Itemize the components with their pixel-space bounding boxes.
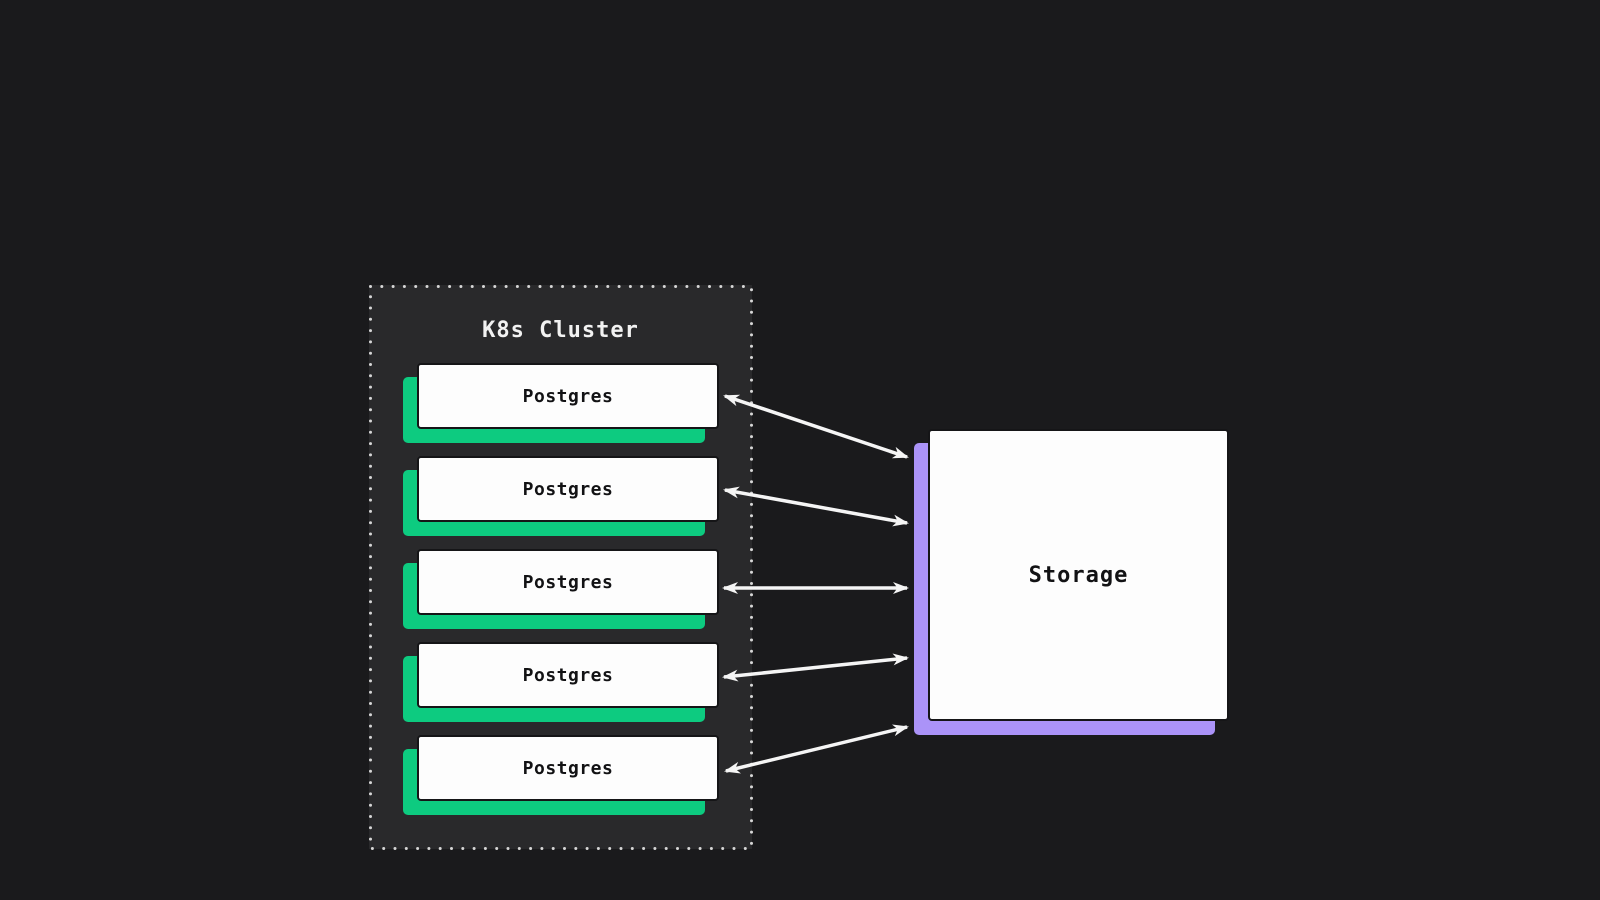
postgres-node-1: Postgres <box>403 363 719 443</box>
postgres-node-label: Postgres <box>417 549 719 615</box>
connection-arrow-1 <box>723 394 909 459</box>
postgres-node-4: Postgres <box>403 642 719 722</box>
connection-arrow-2 <box>723 486 909 527</box>
postgres-node-2: Postgres <box>403 456 719 536</box>
postgres-node-label: Postgres <box>417 456 719 522</box>
postgres-node-label: Postgres <box>417 363 719 429</box>
postgres-node-3: Postgres <box>403 549 719 629</box>
connection-arrow-5 <box>724 724 909 774</box>
storage-node: Storage <box>914 429 1229 735</box>
postgres-node-label: Postgres <box>417 642 719 708</box>
postgres-node-5: Postgres <box>403 735 719 815</box>
k8s-cluster-title: K8s Cluster <box>482 318 639 343</box>
postgres-node-label: Postgres <box>417 735 719 801</box>
storage-node-label: Storage <box>928 429 1229 721</box>
